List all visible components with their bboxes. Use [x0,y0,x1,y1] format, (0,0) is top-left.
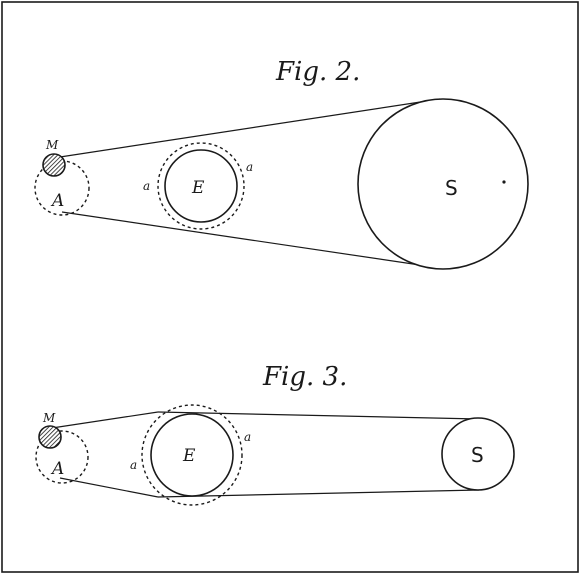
fig2-moon [42,153,66,177]
fig3-lower-tangent-b [157,489,480,498]
fig3-earth-label: E [182,446,196,466]
fig2-upper-tangent [59,98,441,158]
fig3-lower-tangent-a [59,477,159,498]
figure-3: Fig. 3. S E a a M A [35,362,515,506]
fig2-earth-label: E [191,178,205,198]
fig3-sun-label: S [471,443,484,467]
fig2-sun-label: S [445,176,458,200]
fig3-label-a-left: a [130,458,137,472]
fig2-lower-tangent [61,211,441,269]
fig2-label-a-right: a [246,160,253,174]
fig2-earth [164,149,238,223]
fig3-sun [441,417,515,491]
fig3-caption: Fig. 3. [262,362,347,392]
fig2-moon-label: M [45,138,59,152]
fig3-moon [38,425,62,449]
figure-2: Fig. 2. S E a a M A [34,57,529,270]
fig2-label-a-left: a [143,179,150,193]
fig3-moon-label: M [42,411,56,425]
fig3-upper-tangent-a [51,411,159,429]
fig3-earth [150,413,234,497]
fig3-moon-orbit [35,430,89,484]
fig2-earth-orbit [157,142,245,230]
fig2-caption: Fig. 2. [275,57,360,87]
fig3-earth-orbit [141,404,243,506]
fig3-upper-tangent-b [157,411,480,420]
fig2-sun-dot [502,180,506,184]
fig3-label-a-upper: A [50,459,64,479]
fig2-sun [357,98,529,270]
fig3-label-a-right: a [244,430,251,444]
fig2-label-a-upper: A [50,191,64,211]
